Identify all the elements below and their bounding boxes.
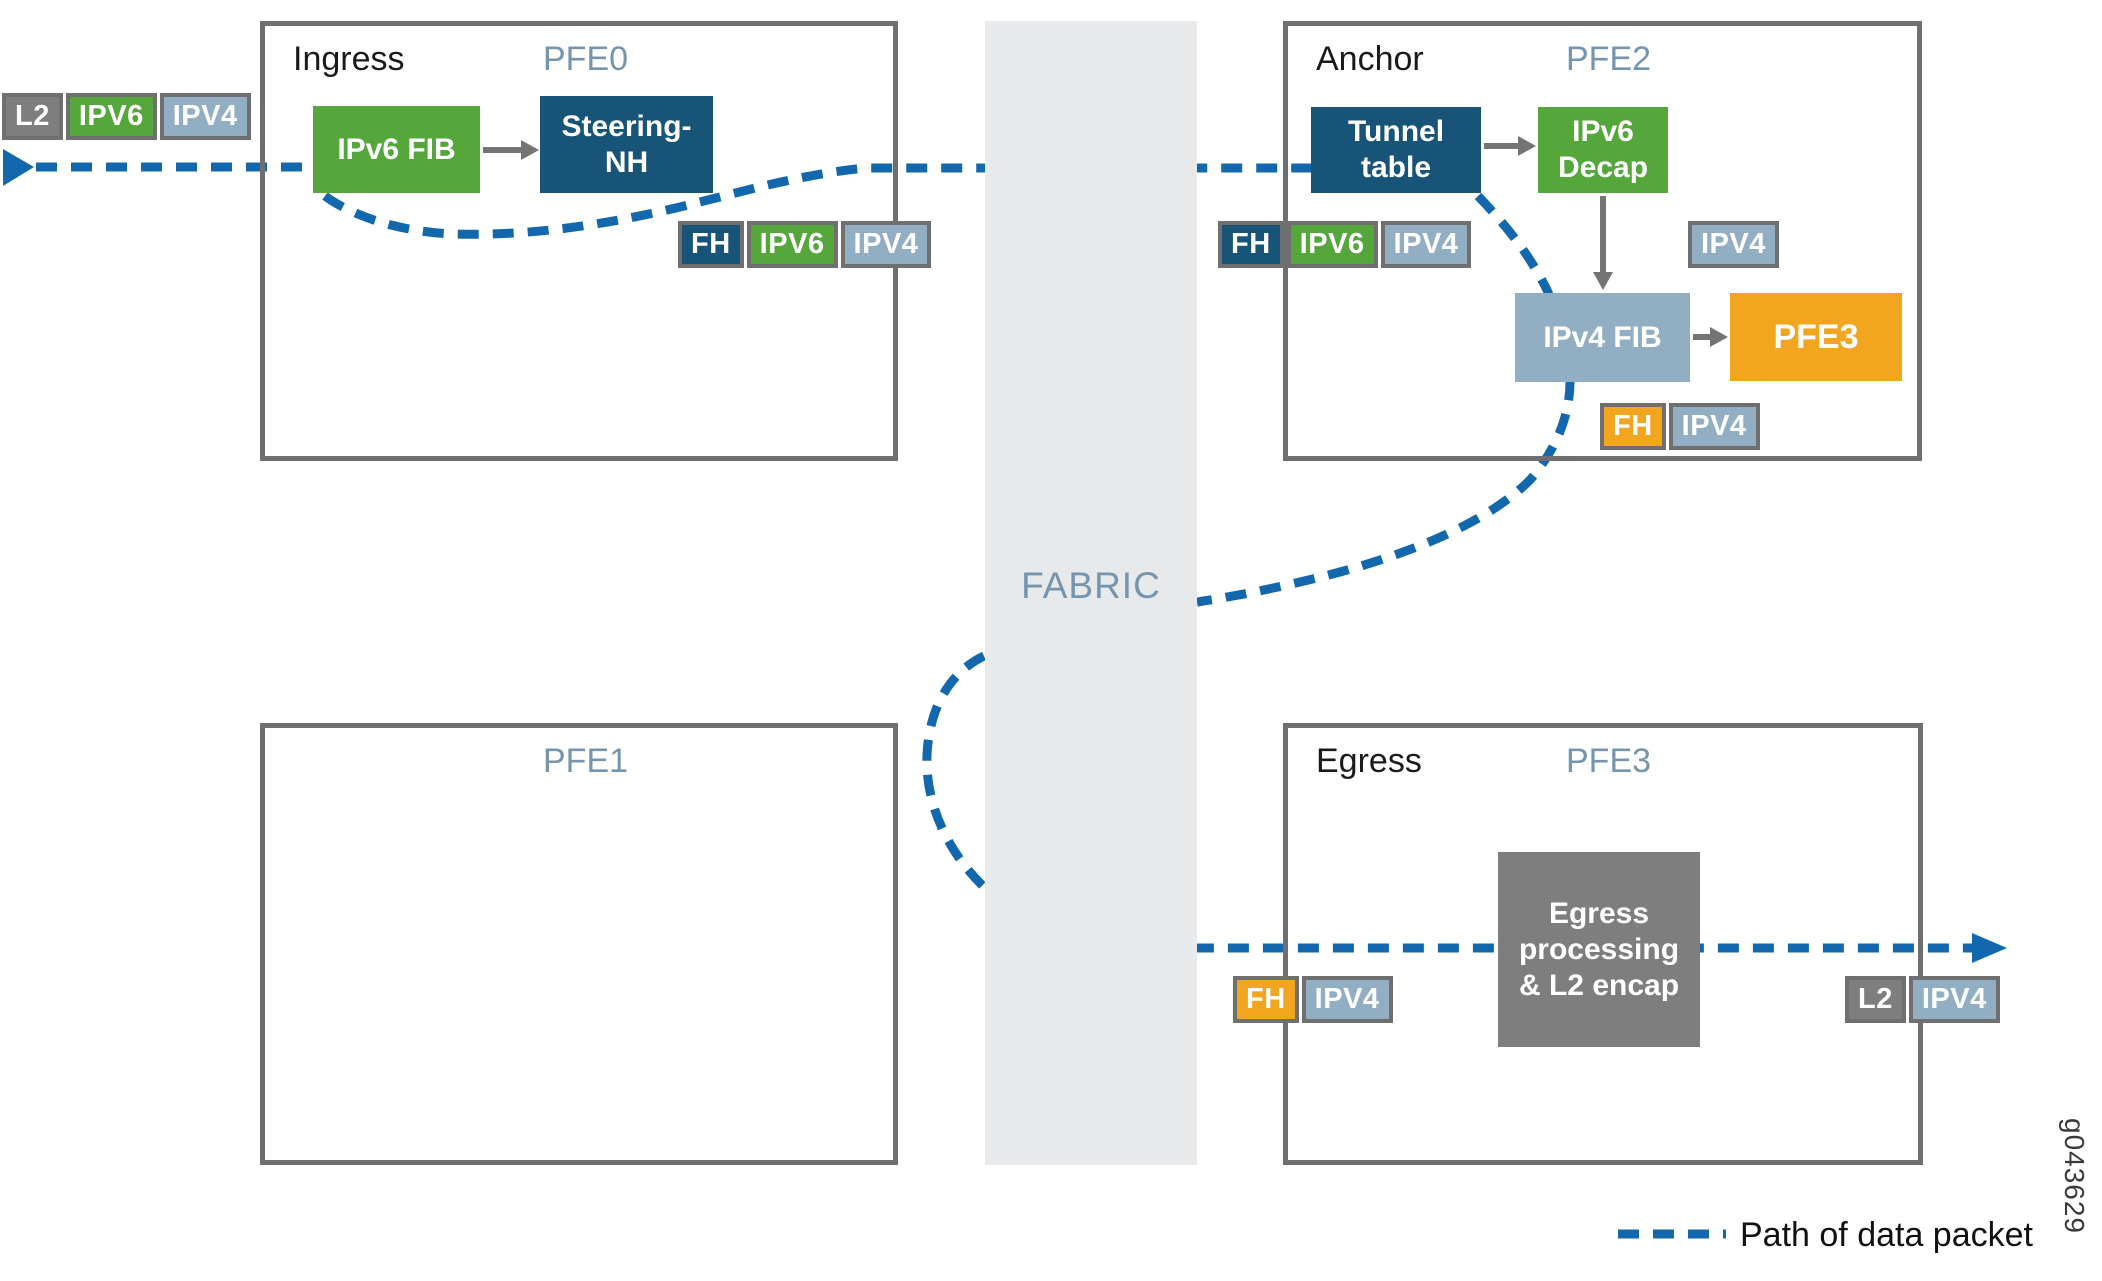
pfe3-role-label: Egress	[1316, 742, 1422, 780]
packet-label-anchor-out: FH IPV4	[1600, 403, 1760, 450]
pfe1-name-label: PFE1	[543, 742, 629, 780]
path-end-arrow-icon	[1972, 933, 2007, 963]
pfe2-name-label: PFE2	[1566, 40, 1652, 78]
path-start-arrow-icon	[3, 149, 34, 186]
ipv4-fib-node: IPv4 FIB	[1515, 293, 1690, 382]
tunnel-table-node: Tunnel table	[1311, 107, 1481, 193]
legend-label: Path of data packet	[1740, 1216, 2033, 1254]
chip-ipv6: IPV6	[746, 221, 838, 268]
chip-ipv4: IPV4	[1301, 976, 1393, 1023]
chip-fh: FH	[1233, 976, 1299, 1023]
arrow-decap-to-ipv4fib-head-icon	[1593, 272, 1613, 290]
egress-processing-node: Egress processing & L2 encap	[1498, 852, 1700, 1047]
arrow-tunnel-to-decap-head-icon	[1518, 136, 1536, 156]
pfe2-role-label: Anchor	[1316, 40, 1424, 78]
chip-l2: L2	[1845, 976, 1906, 1023]
chip-fh: FH	[1600, 403, 1666, 450]
fabric-label: FABRIC	[1021, 565, 1161, 606]
arrow-fib-to-steering-head-icon	[521, 140, 539, 160]
chip-ipv4: IPV4	[840, 221, 932, 268]
pfe3-destination-node: PFE3	[1730, 293, 1902, 381]
chip-ipv4: IPV4	[159, 93, 251, 140]
figure-id-watermark: g043629	[2059, 1118, 2090, 1235]
chip-ipv4: IPV4	[1908, 976, 2000, 1023]
chip-l2: L2	[2, 93, 63, 140]
packet-label-egress-out: L2 IPV4	[1845, 976, 2000, 1023]
pfe2-box: Anchor PFE2	[1283, 21, 1922, 461]
pfe3-name-label: PFE3	[1566, 742, 1652, 780]
steering-nh-node: Steering- NH	[540, 96, 713, 193]
chip-fh: FH	[1218, 221, 1284, 268]
chip-ipv4: IPV4	[1380, 221, 1472, 268]
packet-label-egress-in: FH IPV4	[1233, 976, 1393, 1023]
chip-ipv4: IPV4	[1668, 403, 1760, 450]
chip-ipv4: IPV4	[1688, 221, 1779, 268]
packet-label-anchor-ipv4: IPV4	[1688, 221, 1779, 268]
chip-ipv6: IPV6	[1286, 221, 1378, 268]
pfe1-box: PFE1	[260, 723, 898, 1165]
fabric-band: FABRIC	[985, 21, 1197, 1165]
chip-fh: FH	[678, 221, 744, 268]
chip-ipv6: IPV6	[65, 93, 157, 140]
pfe3-box: Egress PFE3	[1283, 723, 1923, 1165]
ipv6-decap-node: IPv6 Decap	[1538, 107, 1668, 193]
pfe0-role-label: Ingress	[293, 40, 405, 78]
packet-label-ingress-in: L2 IPV6 IPV4	[2, 93, 251, 140]
pfe0-name-label: PFE0	[543, 40, 629, 78]
arrow-ipv4fib-to-pfe3-head-icon	[1710, 327, 1728, 347]
packet-label-ingress-out: FH IPV6 IPV4	[678, 221, 932, 268]
path-segment-ingress-dip	[322, 163, 1315, 239]
ipv6-fib-node: IPv6 FIB	[313, 106, 480, 193]
packet-label-anchor-in: FH IPV6 IPV4	[1218, 221, 1472, 268]
